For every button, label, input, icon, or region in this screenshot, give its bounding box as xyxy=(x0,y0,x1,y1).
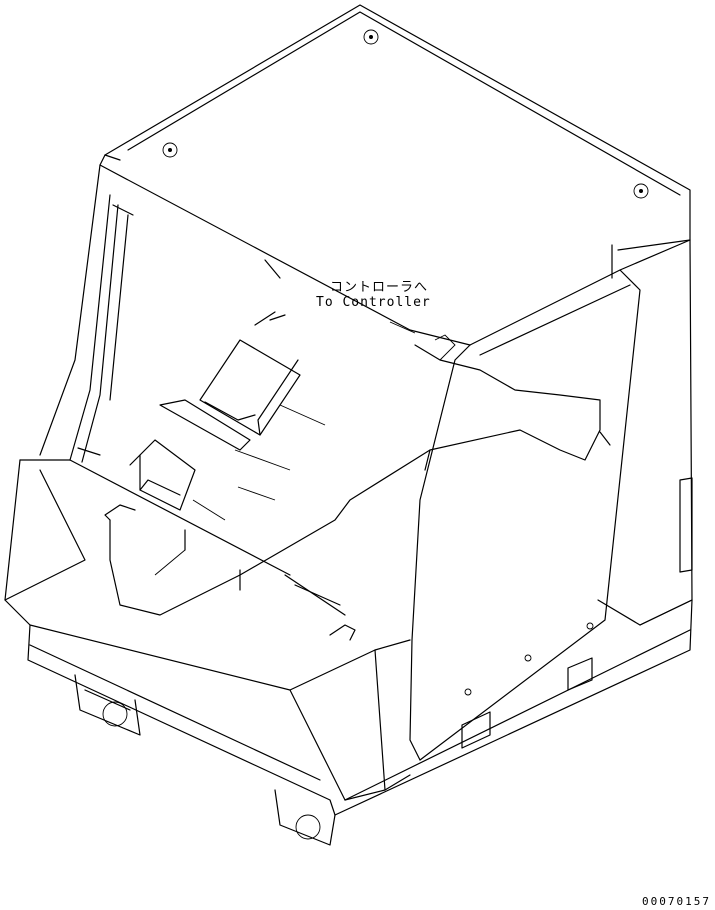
floor-frame xyxy=(27,599,693,846)
controller-box xyxy=(159,259,301,451)
controller-callout-label-ja: コントローラへ xyxy=(330,280,429,295)
leader-lines xyxy=(154,321,416,576)
wiring-harness xyxy=(104,334,611,616)
controller-callout-label-en: To Controller xyxy=(316,295,431,310)
door-frame xyxy=(409,239,693,761)
front-pillar xyxy=(39,164,291,576)
roof-bolt xyxy=(162,29,649,199)
bracket xyxy=(129,439,196,551)
front-panel xyxy=(4,459,411,801)
drawing-number: 00070157 xyxy=(642,895,711,908)
